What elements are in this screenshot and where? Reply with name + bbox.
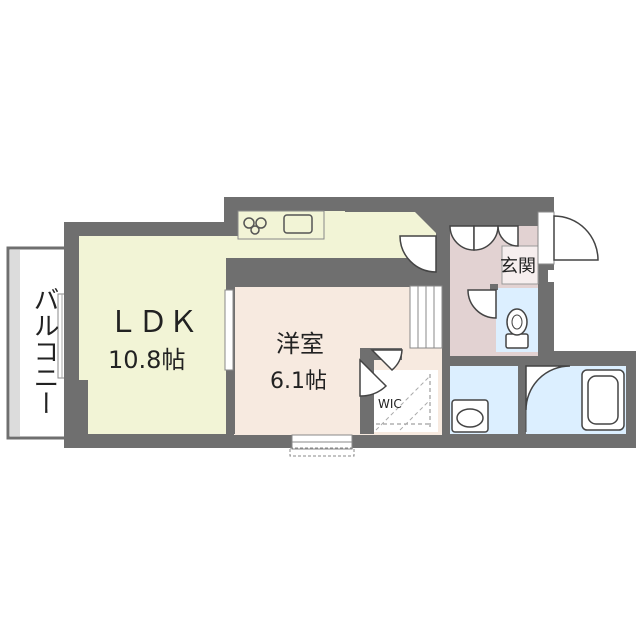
front-door[interactable] bbox=[537, 211, 599, 265]
western-room-size: 6.1帖 bbox=[270, 369, 327, 394]
door-washroom[interactable] bbox=[525, 365, 571, 411]
toilet-icon bbox=[505, 308, 529, 349]
balcony-label: バルコニー bbox=[29, 286, 59, 416]
door-toilet[interactable] bbox=[467, 289, 497, 319]
door-western-room[interactable] bbox=[359, 349, 403, 397]
washbasin-icon bbox=[451, 399, 489, 433]
kitchen-counter bbox=[237, 210, 325, 240]
bathtub-icon bbox=[581, 369, 625, 431]
window-bathroom bbox=[548, 270, 556, 282]
stove-burner-icon bbox=[243, 217, 255, 229]
ldk-room bbox=[79, 211, 436, 434]
entrance-label: 玄関 bbox=[500, 256, 536, 277]
door-entrance-double[interactable] bbox=[449, 225, 519, 251]
ldk-size: 10.8帖 bbox=[108, 346, 185, 374]
stairs bbox=[409, 285, 443, 349]
window-left-ldk bbox=[224, 289, 234, 371]
stove-burner-icon bbox=[255, 217, 267, 229]
stove-burner-icon bbox=[250, 225, 260, 235]
door-ldk-entry[interactable] bbox=[399, 235, 437, 273]
wic-room bbox=[372, 370, 438, 432]
sink-icon bbox=[283, 214, 313, 234]
window-bottom bbox=[289, 434, 355, 457]
western-room-label: 洋室 bbox=[276, 330, 324, 358]
ldk-label: ＬＤＫ bbox=[108, 305, 198, 340]
wic-label: WIC bbox=[378, 397, 402, 411]
